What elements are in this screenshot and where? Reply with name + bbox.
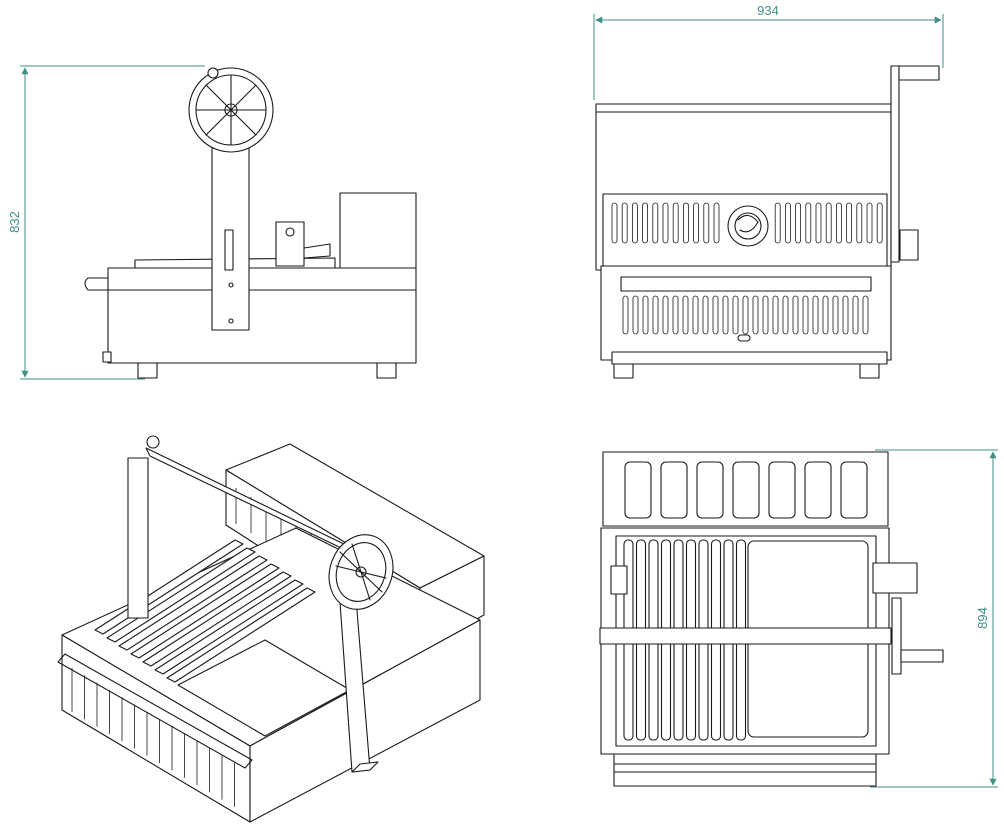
vent-slot <box>702 295 709 335</box>
hopper-cell <box>696 461 724 519</box>
vent-slot <box>842 295 849 335</box>
depth-dimension-label: 894 <box>975 607 990 629</box>
grill-rod <box>130 563 280 659</box>
width-dimension-label: 934 <box>757 3 779 18</box>
vent-slot <box>774 202 781 244</box>
vent-slot <box>662 295 669 335</box>
grill-rod <box>142 571 292 667</box>
vent-slot <box>642 295 649 335</box>
vent-slot <box>652 202 659 244</box>
vent-slot <box>682 295 689 335</box>
vent-slot <box>621 202 628 244</box>
vent-slot <box>742 295 749 335</box>
grill-rod <box>154 579 304 675</box>
wheel-iso <box>328 534 394 610</box>
wheel-side <box>188 67 274 153</box>
vent-slot <box>856 202 863 244</box>
vent-slot <box>692 295 699 335</box>
vent-slot <box>672 202 679 244</box>
vent-slot <box>836 202 842 244</box>
vent-slot <box>713 202 720 244</box>
isometric-view <box>57 435 485 823</box>
hopper-cell <box>840 461 868 519</box>
vent-slot <box>632 202 638 244</box>
vent-slot <box>642 202 648 244</box>
vent-slot <box>822 295 829 335</box>
hopper-cell <box>732 461 760 519</box>
hopper-cell <box>660 461 688 519</box>
height-dimension-label: 832 <box>7 211 22 233</box>
vent-slot <box>652 295 659 335</box>
vent-slot <box>782 295 789 335</box>
top-view: 894 <box>599 449 998 788</box>
vent-slot <box>805 202 812 244</box>
vent-slot <box>752 295 759 335</box>
vent-slot <box>693 202 699 244</box>
vent-slot <box>683 202 689 244</box>
vent-slot <box>732 295 739 335</box>
grill-rod <box>166 587 316 683</box>
vent-slot <box>703 202 710 244</box>
grill-rod <box>118 555 268 651</box>
width-dimension: 934 <box>593 3 944 100</box>
vent-slot <box>846 202 852 244</box>
height-dimension: 832 <box>7 65 205 380</box>
vent-slot <box>772 295 779 335</box>
depth-dimension: 894 <box>870 449 998 788</box>
vent-slot <box>712 295 719 335</box>
vent-slot <box>812 295 819 335</box>
vent-slot <box>662 202 669 244</box>
vent-slot <box>762 295 769 335</box>
vent-slot <box>815 202 822 244</box>
vent-slot <box>795 202 801 244</box>
vent-slot <box>785 202 791 244</box>
vent-slot <box>832 295 839 335</box>
hopper-cell <box>768 461 796 519</box>
vent-slot <box>866 202 873 244</box>
vent-slot <box>802 295 809 335</box>
vent-slot <box>672 295 679 335</box>
brand-logo <box>727 205 769 247</box>
hopper-cell <box>624 461 652 519</box>
vent-slot <box>825 202 832 244</box>
vent-slot <box>852 295 859 335</box>
vent-slot <box>632 295 639 335</box>
side-view: 832 <box>7 65 417 380</box>
front-view: 934 <box>593 3 944 379</box>
vent-slot <box>622 295 629 335</box>
vent-slot <box>611 202 618 244</box>
vent-slot <box>722 295 729 335</box>
vent-slot <box>792 295 799 335</box>
vent-slot <box>876 202 883 244</box>
hopper-cell <box>804 461 832 519</box>
vent-slot <box>862 295 869 335</box>
